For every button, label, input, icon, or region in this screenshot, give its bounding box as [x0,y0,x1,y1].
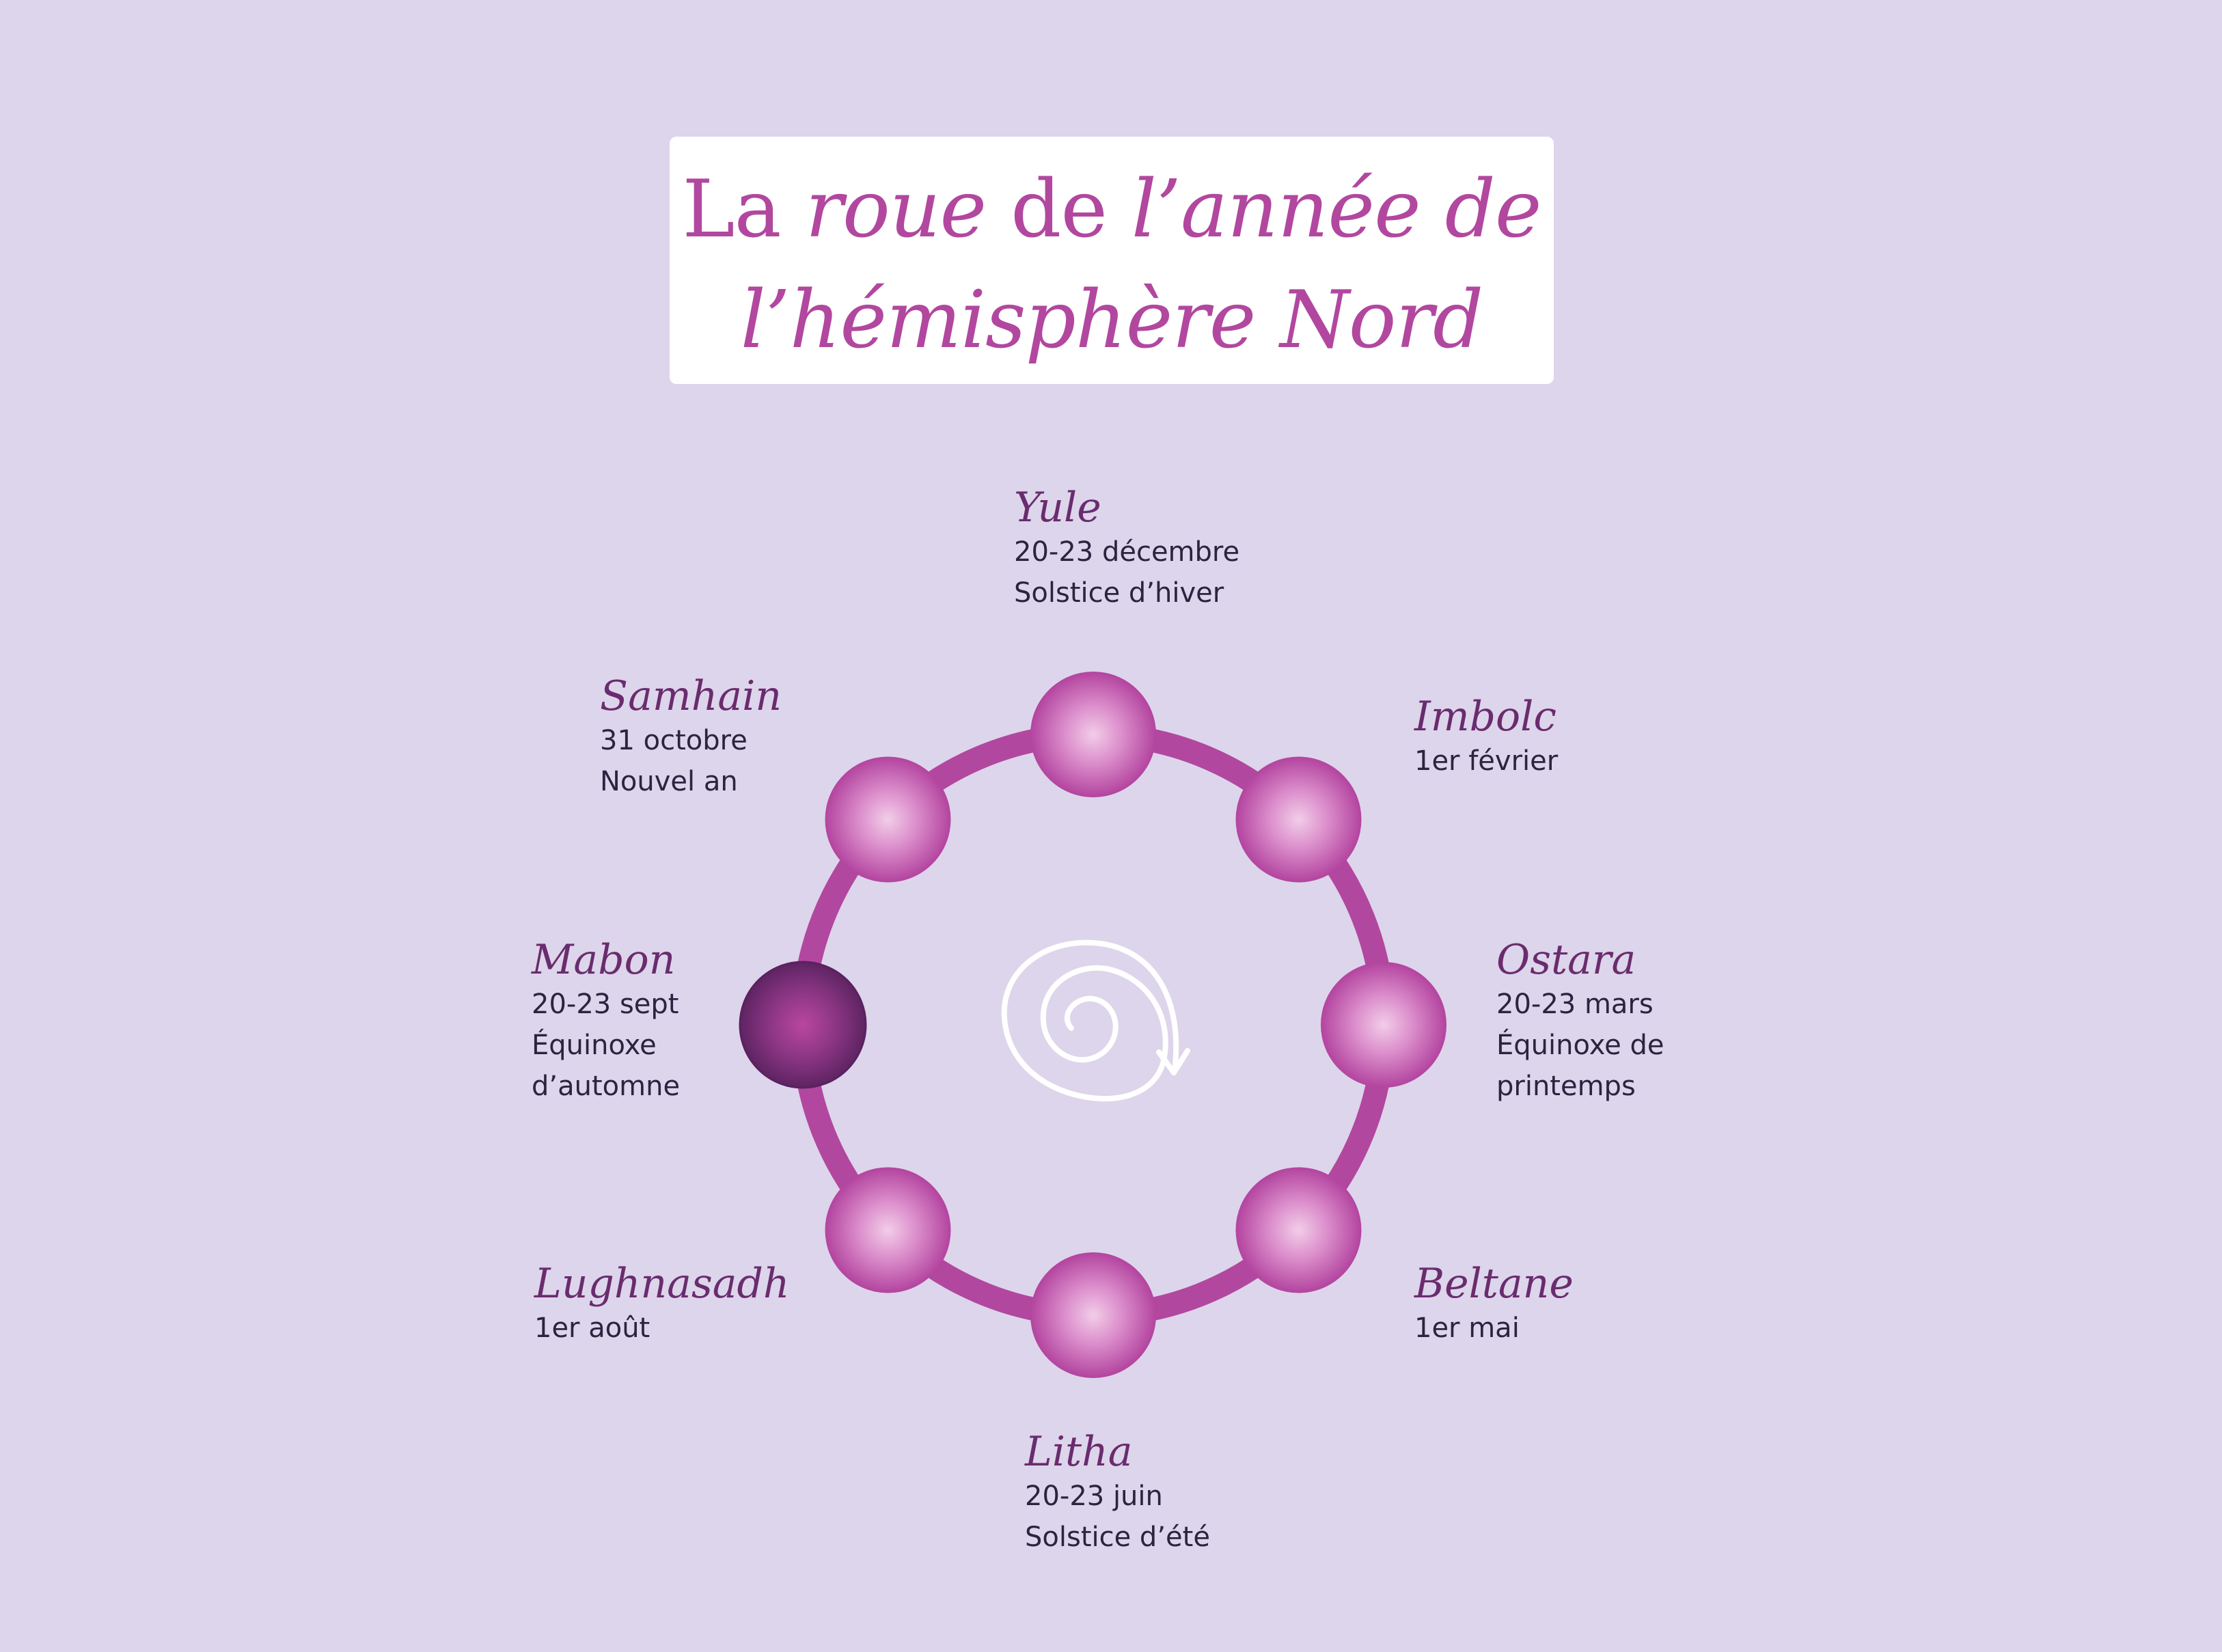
sabbat-nodes [739,672,1446,1378]
title-card: La roue de l’année de l’hémisphère Nord [670,137,1554,384]
title-text-de: de [986,163,1131,256]
sabbat-name: Samhain [600,672,782,720]
title-text-annee: l’année de [1131,163,1542,256]
node-litha [1030,1252,1156,1378]
title-text-roue: roue [805,163,987,256]
title-line-2: l’hémisphère Nord [740,274,1484,366]
node-mabon [739,961,867,1089]
node-samhain [825,756,951,883]
sabbat-detail: 20-23 juin [1025,1481,1163,1512]
spiral-arrow-icon [1001,939,1190,1102]
sabbat-detail: 20-23 sept [532,989,679,1020]
node-yule [1030,672,1156,797]
node-lughnasadh [825,1167,951,1293]
sabbat-name: Beltane [1414,1260,1574,1308]
sabbat-detail: 1er mai [1414,1312,1520,1344]
sabbat-detail: Solstice d’hiver [1014,577,1224,609]
sabbat-detail: 1er février [1414,745,1559,777]
node-beltane [1235,1167,1362,1293]
node-imbolc [1235,756,1362,883]
sabbat-detail: d’automne [532,1071,681,1102]
sabbat-name: Mabon [532,936,676,984]
sabbat-detail: Nouvel an [600,766,738,797]
label-lughnasadh: Lughnasadh 1er août [534,1260,790,1349]
sabbat-detail: printemps [1496,1071,1636,1102]
sabbat-detail: 1er août [534,1312,650,1344]
sabbat-detail: Équinoxe [532,1030,657,1061]
sabbat-name: Lughnasadh [534,1260,790,1308]
sabbat-detail: 31 octobre [600,725,747,756]
node-ostara [1321,962,1446,1088]
sabbat-name: Litha [1025,1428,1133,1476]
sabbat-name: Imbolc [1414,693,1556,741]
sabbat-detail: Équinoxe de [1496,1030,1664,1061]
title-line-1: La roue de l’année de [670,154,1554,265]
sabbat-name: Yule [1014,484,1101,532]
label-beltane: Beltane 1er mai [1414,1260,1574,1349]
sabbat-detail: Solstice d’été [1025,1522,1210,1553]
title-text-la: La [682,163,806,256]
sabbat-name: Ostara [1496,936,1636,984]
label-imbolc: Imbolc 1er février [1414,693,1558,782]
sabbat-detail: 20-23 mars [1496,989,1654,1020]
sabbat-detail: 20-23 décembre [1014,536,1240,568]
